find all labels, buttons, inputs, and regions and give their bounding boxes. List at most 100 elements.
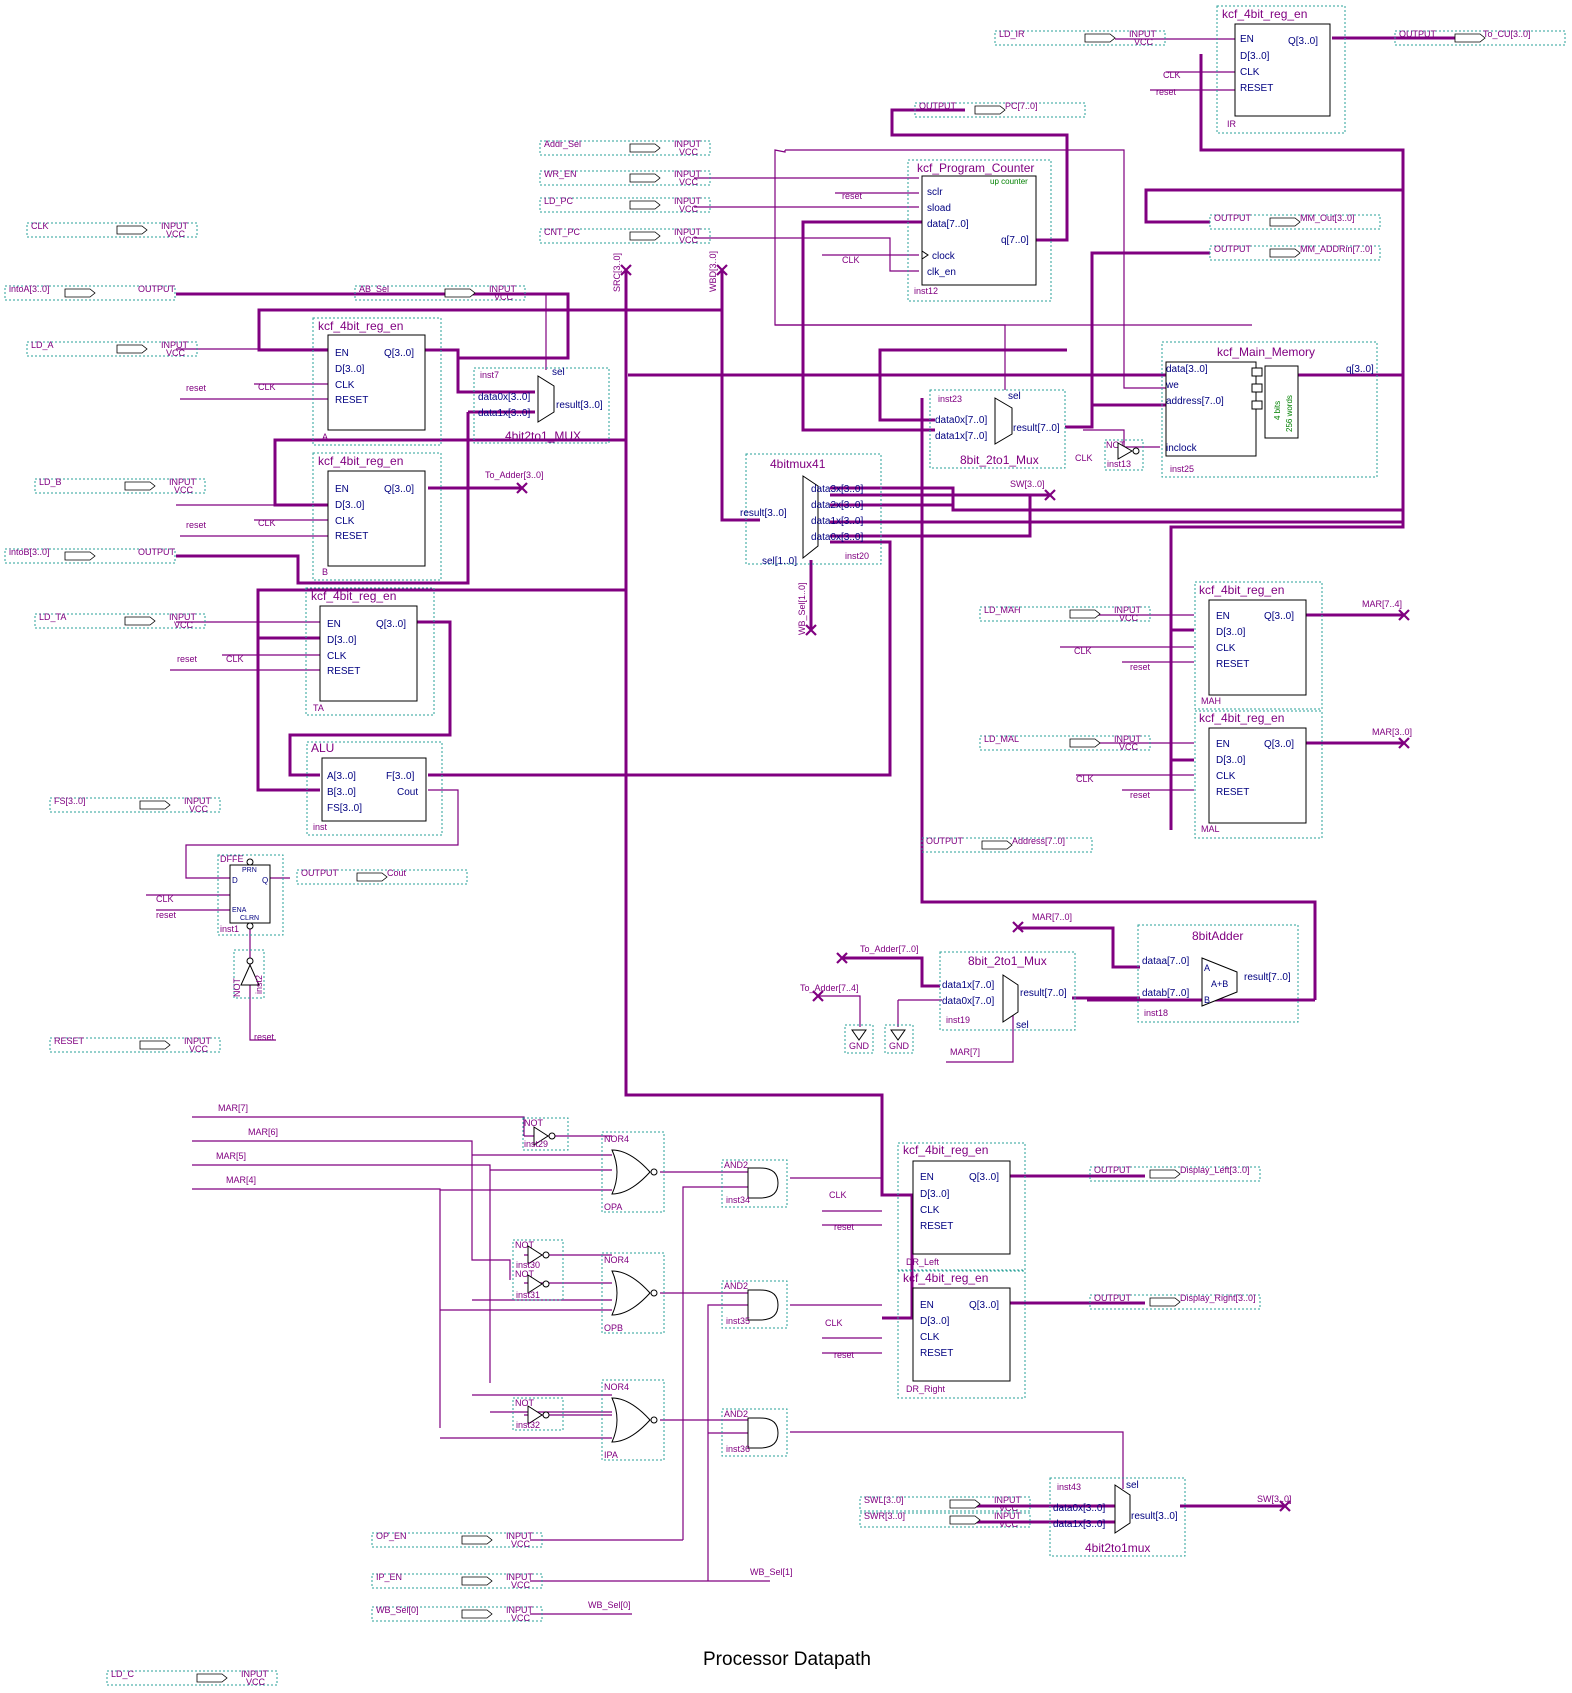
register-dr-right: kcf_4bit_reg_en EN D[3..0] CLK RESET Q[3… xyxy=(897,1270,1026,1399)
svg-text:INPUT: INPUT xyxy=(1114,734,1142,744)
svg-text:NOR4: NOR4 xyxy=(604,1134,629,1144)
svg-text:CLK: CLK xyxy=(327,651,347,662)
svg-text:MAR[5]: MAR[5] xyxy=(216,1151,246,1161)
svg-text:inst12: inst12 xyxy=(914,286,938,296)
svg-text:OUTPUT: OUTPUT xyxy=(1214,244,1252,254)
svg-text:CLK: CLK xyxy=(1163,70,1181,80)
gnd-symbols: GND GND xyxy=(844,1024,914,1054)
nor-gates: NOR4 OPA NOR4 OPB NOR4 IPA xyxy=(601,1131,665,1461)
svg-text:4 bits: 4 bits xyxy=(1273,401,1282,420)
svg-text:we: we xyxy=(1165,380,1179,391)
svg-text:data0x[3..0]: data0x[3..0] xyxy=(811,532,863,543)
svg-text:Cout: Cout xyxy=(387,868,407,878)
svg-text:VCC: VCC xyxy=(174,620,194,630)
svg-text:VCC: VCC xyxy=(1119,742,1139,752)
svg-text:Cout: Cout xyxy=(397,787,418,798)
svg-text:IR: IR xyxy=(1227,119,1237,129)
svg-text:VCC: VCC xyxy=(511,1613,531,1623)
mux-4bit-inst43: inst43 sel data0x[3..0] data1x[3..0] res… xyxy=(1049,1477,1186,1557)
svg-text:PRN: PRN xyxy=(242,867,257,874)
nor-gate-opb: NOR4 OPB xyxy=(601,1252,665,1334)
svg-text:OUTPUT: OUTPUT xyxy=(926,836,964,846)
svg-text:EN: EN xyxy=(1216,611,1230,622)
svg-text:LD_A: LD_A xyxy=(31,340,54,350)
svg-text:NOT: NOT xyxy=(515,1269,535,1279)
svg-text:FS[3..0]: FS[3..0] xyxy=(54,796,86,806)
svg-text:LD_B: LD_B xyxy=(39,477,62,487)
svg-text:OUTPUT: OUTPUT xyxy=(138,284,176,294)
svg-text:sel: sel xyxy=(1008,391,1021,402)
svg-text:D: D xyxy=(232,876,238,885)
svg-text:inst32: inst32 xyxy=(516,1420,540,1430)
svg-text:data0x[7..0]: data0x[7..0] xyxy=(935,415,987,426)
svg-text:reset: reset xyxy=(1130,662,1151,672)
dffe-block: DFFE PRN D Q ENA CLRN inst1 xyxy=(217,854,284,936)
svg-text:To_Adder[3..0]: To_Adder[3..0] xyxy=(485,470,544,480)
svg-text:OP_EN: OP_EN xyxy=(376,1531,407,1541)
svg-text:VCC: VCC xyxy=(511,1580,531,1590)
svg-text:CLK: CLK xyxy=(1074,646,1092,656)
svg-text:Q[3..0]: Q[3..0] xyxy=(969,1300,999,1311)
svg-text:A+B: A+B xyxy=(1211,979,1228,989)
svg-text:MAR[7]: MAR[7] xyxy=(218,1103,248,1113)
svg-text:CLK: CLK xyxy=(335,380,355,391)
svg-text:VCC: VCC xyxy=(511,1539,531,1549)
svg-text:kcf_4bit_reg_en: kcf_4bit_reg_en xyxy=(311,589,396,603)
svg-text:dataa[7..0]: dataa[7..0] xyxy=(1142,956,1189,967)
svg-text:EN: EN xyxy=(1216,739,1230,750)
svg-text:SWL[3..0]: SWL[3..0] xyxy=(864,1495,904,1505)
svg-text:To_Adder[7..0]: To_Adder[7..0] xyxy=(860,944,919,954)
x-marker xyxy=(1044,489,1056,501)
not-gate-inst2: NOT inst2 xyxy=(232,949,265,999)
svg-text:GND: GND xyxy=(849,1041,870,1051)
svg-text:VCC: VCC xyxy=(1134,37,1154,47)
svg-text:CLK: CLK xyxy=(156,894,174,904)
svg-text:VCC: VCC xyxy=(166,348,186,358)
svg-text:ENA: ENA xyxy=(232,907,247,914)
svg-text:MAH: MAH xyxy=(1201,696,1221,706)
svg-text:Address[7..0]: Address[7..0] xyxy=(1012,836,1065,846)
svg-text:D[3..0]: D[3..0] xyxy=(335,364,365,375)
register-mah: kcf_4bit_reg_en EN D[3..0] CLK RESET Q[3… xyxy=(1194,581,1323,710)
and-gate-inst36: AND2 inst36 xyxy=(721,1408,788,1457)
svg-text:INPUT: INPUT xyxy=(506,1531,534,1541)
svg-text:CLK: CLK xyxy=(226,654,244,664)
svg-text:DR_Right: DR_Right xyxy=(906,1384,946,1394)
svg-text:data1x[3..0]: data1x[3..0] xyxy=(478,408,530,419)
svg-text:OPA: OPA xyxy=(604,1202,622,1212)
svg-text:SRC[3..0]: SRC[3..0] xyxy=(612,253,622,292)
svg-text:data0x[7..0]: data0x[7..0] xyxy=(942,996,994,1007)
and-gate-inst35: AND2 inst35 xyxy=(721,1280,788,1329)
svg-text:To_Adder[7..4]: To_Adder[7..4] xyxy=(800,983,859,993)
svg-text:MAR[4]: MAR[4] xyxy=(226,1175,256,1185)
svg-text:VCC: VCC xyxy=(679,147,699,157)
svg-text:LD_MAH: LD_MAH xyxy=(984,605,1021,615)
svg-text:reset: reset xyxy=(1156,87,1177,97)
svg-text:kcf_Program_Counter: kcf_Program_Counter xyxy=(917,161,1034,175)
svg-text:D[3..0]: D[3..0] xyxy=(1216,755,1246,766)
svg-text:kcf_4bit_reg_en: kcf_4bit_reg_en xyxy=(903,1271,988,1285)
svg-text:kcf_4bit_reg_en: kcf_4bit_reg_en xyxy=(1199,583,1284,597)
svg-text:Q[3..0]: Q[3..0] xyxy=(376,619,406,630)
svg-text:256 words: 256 words xyxy=(1285,395,1294,432)
svg-text:CLK: CLK xyxy=(335,516,355,527)
and-gates: AND2 inst34 AND2 inst35 AND2 inst36 xyxy=(721,1159,788,1457)
svg-text:INPUT: INPUT xyxy=(994,1511,1022,1521)
svg-text:D[3..0]: D[3..0] xyxy=(327,635,357,646)
not-gates: NOT inst2 NOT inst13 NOT inst29 NOT inst… xyxy=(232,439,1144,1431)
svg-text:ALU: ALU xyxy=(311,741,334,755)
svg-text:To_CU[3..0]: To_CU[3..0] xyxy=(1483,29,1531,39)
svg-text:AND2: AND2 xyxy=(724,1409,748,1419)
